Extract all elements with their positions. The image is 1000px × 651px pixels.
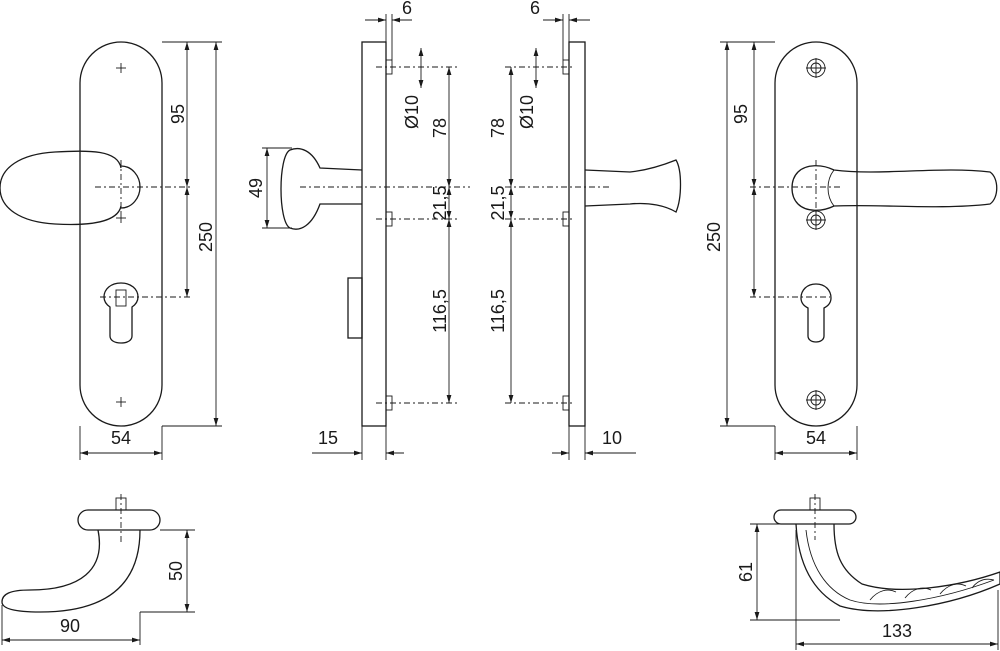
screw-cross-top	[116, 63, 126, 73]
dim-label-250-left: 250	[196, 222, 216, 252]
dim-label-6-right: 6	[530, 0, 540, 18]
screw-top-right	[806, 58, 826, 78]
knob-top-arm	[1, 529, 141, 613]
dim-label-21-5-left: 21,5	[430, 185, 450, 220]
dim-label-49: 49	[246, 178, 266, 198]
dim-label-95-left: 95	[168, 104, 188, 124]
cylinder-profile-right	[800, 283, 832, 343]
dim-label-10: 10	[602, 428, 622, 448]
oval-knob	[0, 150, 122, 226]
side-plate-right	[568, 41, 586, 427]
screw-bottom-right	[806, 390, 826, 410]
dim-label-6-left: 6	[402, 0, 412, 18]
dim-label-116-5-right: 116,5	[488, 289, 508, 333]
screw-cross-mid	[116, 213, 126, 223]
front-plate-knob-view: 95 250 54	[0, 41, 222, 460]
dim-label-78-right: 78	[488, 118, 508, 138]
escutcheon-plate-left	[79, 41, 163, 427]
escutcheon-plate-right	[774, 41, 858, 427]
dim-label-dia10-left: Ø10	[402, 95, 422, 129]
lever-side-profile	[584, 159, 682, 213]
lever-top-view: 61 133	[736, 494, 1000, 650]
lever-handle	[791, 165, 998, 211]
dim-label-116-5-left: 116,5	[430, 289, 450, 333]
knob-top-view: 50 90	[1, 494, 195, 645]
knob-side-profile	[280, 147, 363, 230]
dim-label-250-right: 250	[704, 222, 724, 252]
dim-label-54-right: 54	[806, 428, 826, 448]
knob-top-rosette	[77, 509, 161, 531]
screw-cross-bottom	[116, 397, 126, 407]
dim-label-54-left: 54	[111, 428, 131, 448]
cylinder-profile-left	[103, 282, 139, 344]
lock-tongue	[347, 277, 363, 339]
dim-label-61: 61	[736, 562, 756, 582]
dim-label-50: 50	[166, 561, 186, 581]
front-plate-lever-view: 95 250 54	[704, 41, 998, 460]
dim-label-90: 90	[60, 616, 80, 636]
lever-top-arm	[795, 523, 1000, 612]
side-view-lever: 6 Ø10 78 21,5 116,5 10	[488, 0, 682, 460]
dim-label-dia10-right: Ø10	[517, 95, 537, 129]
dim-label-15: 15	[318, 428, 338, 448]
screw-mid-right	[806, 210, 826, 230]
dim-label-78-left: 78	[430, 118, 450, 138]
dim-label-133: 133	[882, 621, 912, 641]
dim-label-21-5-right: 21,5	[488, 185, 508, 220]
side-view-knob: 6 Ø10 78 21,5 116,5 49 15	[246, 0, 470, 460]
dim-label-95-right: 95	[731, 104, 751, 124]
side-plate-left	[361, 41, 387, 427]
